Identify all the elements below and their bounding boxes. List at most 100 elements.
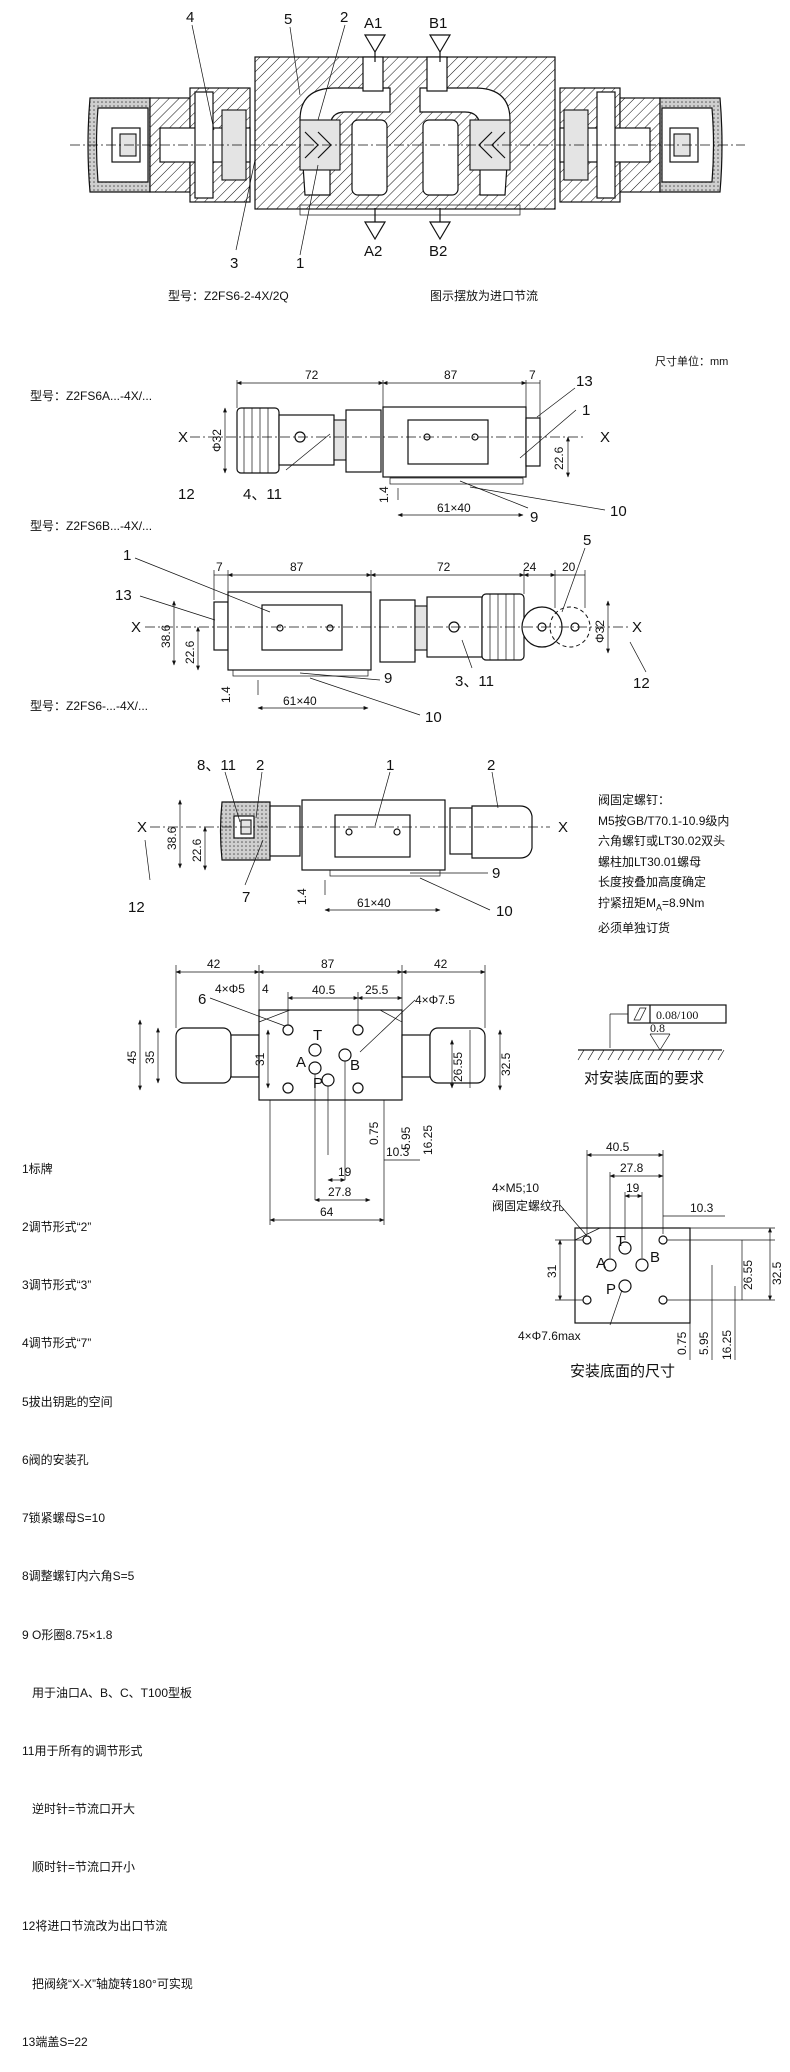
variant-b-callout-5: 5: [583, 532, 591, 549]
variant-a-dim-72: 72: [305, 368, 319, 382]
variant-b-callout-1: 1: [123, 547, 131, 564]
variant-b-dim-24: 24: [523, 560, 537, 574]
mount-port-b: B: [650, 1249, 660, 1266]
legend-item: 逆时针=节流口开大: [22, 1802, 136, 1817]
variant-a-model-label: 型号：Z2FS6A...-4X/...: [30, 389, 152, 403]
variant-b-dim-7: 7: [216, 560, 223, 574]
legend-item: 13端盖S=22: [22, 2035, 88, 2050]
port-b1-label: B1: [429, 15, 447, 32]
variant-a-callout-1: 1: [582, 402, 590, 419]
variant-b-dim-61x40: 61×40: [283, 694, 317, 708]
variant-c-dim-38-6: 38.6: [165, 826, 179, 850]
legend-item: 1标牌: [22, 1161, 53, 1176]
variant-b-callout-9: 9: [384, 670, 392, 687]
variant-c-dim-1-4: 1.4: [295, 888, 309, 905]
torque-subscript: A: [656, 902, 663, 913]
plan-dim-19: 19: [338, 1165, 352, 1179]
legend-item: 7锁紧螺母S=10: [22, 1511, 106, 1526]
variant-c-callout-12: 12: [128, 899, 145, 916]
mount-dim-26-55: 26.55: [741, 1260, 755, 1290]
plan-dim-40-5: 40.5: [312, 983, 336, 997]
mount-dim-32-5: 32.5: [770, 1261, 784, 1285]
variant-c-callout-8-11: 8、11: [197, 757, 236, 774]
bolt-note-line: M5按GB/T70.1-10.9级内: [598, 813, 730, 828]
bolt-note-line: 六角螺钉或LT30.02双头: [598, 834, 726, 849]
mount-port-a: A: [596, 1255, 606, 1272]
bolt-note-line: 必须单独订货: [598, 920, 671, 935]
variant-b-dim-22-6: 22.6: [183, 640, 197, 664]
mount-dim-31: 31: [545, 1264, 559, 1278]
port-a1-label: A1: [364, 15, 382, 32]
callout-2: 2: [340, 9, 348, 26]
plan-dim-26-55: 26.55: [451, 1052, 465, 1082]
mount-dim-0-75: 0.75: [675, 1331, 689, 1355]
variant-a-dim-22-6: 22.6: [552, 446, 566, 470]
plan-callout-6: 6: [198, 991, 206, 1008]
plan-dim-42-right: 42: [434, 957, 448, 971]
plan-dim-4xphi7-5: 4×Φ7.5: [415, 993, 455, 1007]
flow-note: 图示摆放为进口节流: [430, 288, 538, 303]
variant-c-axis-left: X: [137, 819, 147, 836]
plan-port-b: B: [350, 1057, 360, 1074]
parts-legend: 1标牌 2调节形式“2” 3调节形式“3” 4调节形式“7” 5拔出钥匙的空间 …: [22, 1121, 193, 2072]
mount-dim-27-8: 27.8: [620, 1161, 644, 1175]
bolt-note-line: 螺柱加LT30.01螺母: [598, 854, 702, 869]
plan-dim-64: 64: [320, 1205, 334, 1219]
plan-dim-87: 87: [321, 957, 335, 971]
variant-a-dim-61x40: 61×40: [437, 501, 471, 515]
variant-c-dim-22-6: 22.6: [190, 838, 204, 862]
plan-dim-25-5: 25.5: [365, 983, 389, 997]
mount-face-caption: 安装底面的尺寸: [570, 1363, 675, 1380]
callout-5: 5: [284, 11, 292, 28]
surface-requirement-drawing: [577, 1004, 727, 1061]
variant-b-model-label: 型号：Z2FS6B...-4X/...: [30, 519, 152, 533]
plan-dim-27-8: 27.8: [328, 1185, 352, 1199]
torque-value: =8.9Nm: [662, 895, 705, 910]
variant-b-dim-72: 72: [437, 560, 451, 574]
legend-item: 11用于所有的调节形式: [22, 1744, 143, 1758]
plan-dim-0-75: 0.75: [367, 1121, 381, 1145]
mount-port-t: T: [616, 1233, 625, 1250]
variant-a-callout-13: 13: [576, 373, 593, 390]
variant-a-dim-7: 7: [529, 368, 536, 382]
plan-dim-10-3: 10.3: [386, 1145, 410, 1159]
legend-item: 把阀绕“X-X”轴旋转180°可实现: [22, 1976, 193, 1991]
bolt-note-line: 长度按叠加高度确定: [598, 875, 707, 890]
variant-c-callout-1: 1: [386, 757, 394, 774]
surface-req-caption: 对安装底面的要求: [584, 1070, 704, 1087]
variant-b-dim-87: 87: [290, 560, 304, 574]
top-model-label: 型号：Z2FS6-2-4X/2Q: [168, 289, 289, 303]
variant-a-dim-phi32: Φ32: [210, 429, 224, 452]
plan-dim-32-5: 32.5: [499, 1052, 513, 1076]
variant-c-callout-9: 9: [492, 865, 500, 882]
mount-dim-19: 19: [626, 1181, 640, 1195]
legend-item: 4调节形式“7”: [22, 1336, 92, 1351]
variant-c-drawing: [144, 771, 550, 912]
variant-a-callout-4-11: 4、11: [243, 486, 282, 503]
variant-a-dim-1-4: 1.4: [377, 486, 391, 503]
plan-dim-31: 31: [253, 1052, 267, 1066]
variant-a-callout-12: 12: [178, 486, 195, 503]
legend-item: 6阀的安装孔: [22, 1452, 89, 1467]
plan-dim-45: 45: [125, 1050, 139, 1064]
plan-dim-4: 4: [262, 982, 269, 996]
variant-b-dim-phi32: Φ32: [593, 620, 607, 643]
variant-c-callout-2-right: 2: [487, 757, 495, 774]
cross-section-view: [70, 24, 745, 256]
mount-dim-16-25: 16.25: [720, 1330, 734, 1360]
legend-item: 3调节形式“3”: [22, 1278, 92, 1293]
variant-c-callout-2-left: 2: [256, 757, 264, 774]
mount-dim-10-3: 10.3: [690, 1201, 714, 1215]
variant-c-callout-10: 10: [496, 903, 513, 920]
variant-c-model-label: 型号：Z2FS6-...-4X/...: [30, 699, 148, 713]
plan-port-a: A: [296, 1054, 306, 1071]
variant-b-callout-12: 12: [633, 675, 650, 692]
variant-b-axis-right: X: [632, 619, 642, 636]
mount-dim-4xm5: 4×M5;10: [492, 1181, 539, 1195]
port-a2-label: A2: [364, 243, 382, 260]
plan-view-drawing: [138, 965, 502, 1225]
mount-port-p: P: [606, 1281, 616, 1298]
bolt-note: 阀固定螺钉： M5按GB/T70.1-10.9级内 六角螺钉或LT30.02双头…: [598, 790, 729, 939]
variant-a-drawing: [190, 380, 606, 517]
legend-item: 12将进口节流改为出口节流: [22, 1918, 168, 1933]
